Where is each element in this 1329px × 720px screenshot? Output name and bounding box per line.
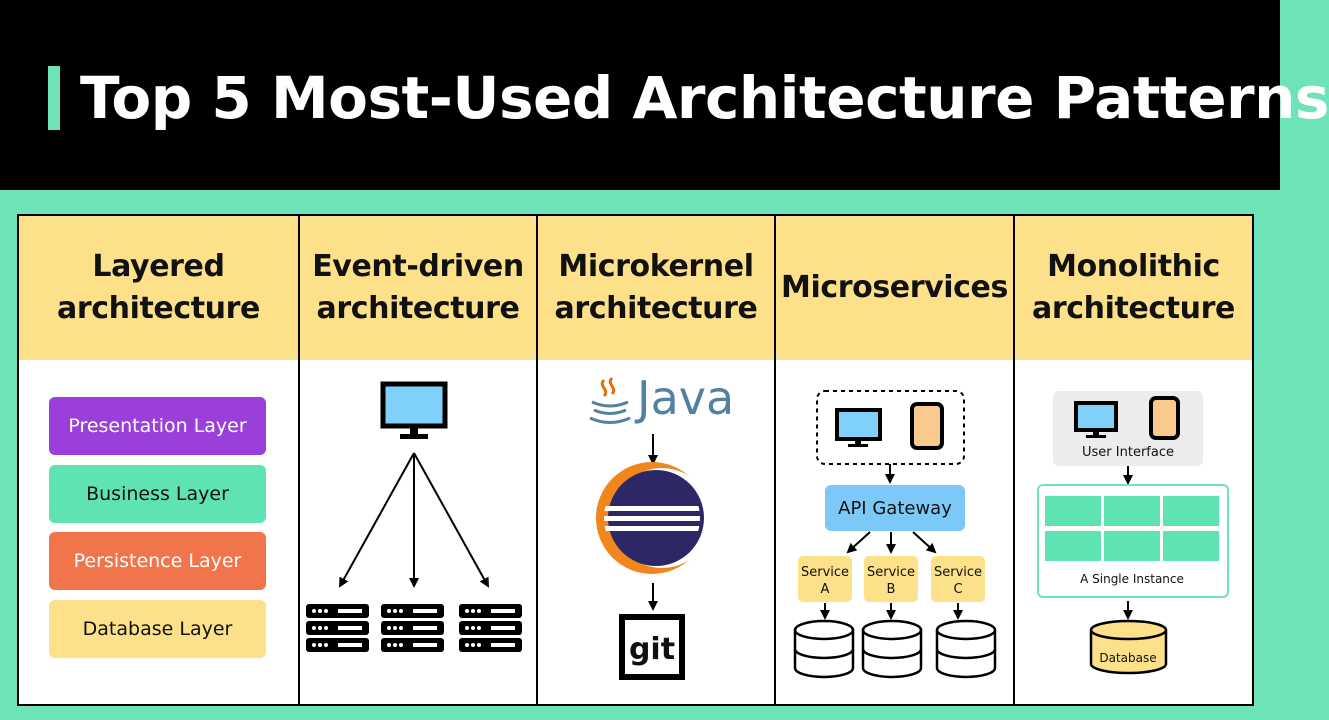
- server-rack-icon: [459, 604, 522, 652]
- module-cell: [1163, 531, 1219, 561]
- header-layered-label: Layered architecture: [57, 249, 260, 326]
- module-cell: [1045, 531, 1101, 561]
- java-logo-icon: [589, 376, 631, 424]
- git-logo-text: git: [629, 632, 675, 667]
- server-rack-icon: [306, 604, 369, 652]
- module-grid: [1045, 496, 1219, 561]
- git-logo-icon: [619, 614, 685, 680]
- persistence-layer-label: Persistence Layer: [73, 550, 242, 572]
- title-accent-bar: [48, 66, 60, 130]
- monolith-database-icon: [1089, 619, 1168, 675]
- gateway-arrows: [846, 531, 937, 554]
- api-gateway-label: API Gateway: [838, 498, 952, 519]
- presentation-layer-label: Presentation Layer: [68, 415, 247, 437]
- module-cell: [1104, 496, 1160, 526]
- module-cell: [1104, 531, 1160, 561]
- service-db-arrows: [820, 603, 963, 620]
- header-microkernel: Microkernel architecture: [536, 214, 776, 362]
- header-microkernel-label: Microkernel architecture: [554, 249, 758, 326]
- diagram-canvas: Java git API Gateway Service A: [306, 371, 1229, 680]
- database-icon: [861, 619, 923, 679]
- server-rack-icon: [381, 604, 444, 652]
- service-b-box: Service B: [864, 556, 918, 602]
- business-layer-box: Business Layer: [49, 465, 266, 523]
- service-a-box: Service A: [798, 556, 852, 602]
- header-layered: Layered architecture: [17, 214, 300, 362]
- phone-icon: [910, 402, 944, 450]
- clients-group: [816, 390, 965, 465]
- header-microservices-label: Microservices: [781, 270, 1008, 305]
- service-b-label-line1: Service: [867, 565, 915, 580]
- title-banner: [0, 0, 1280, 190]
- page-title: Top 5 Most-Used Architecture Patterns: [80, 64, 1329, 132]
- header-event-driven: Event-driven architecture: [298, 214, 538, 362]
- header-event-driven-label: Event-driven architecture: [312, 249, 524, 326]
- java-logo-text: Java: [634, 371, 734, 425]
- api-gateway-box: [825, 485, 965, 531]
- module-cell: [1163, 496, 1219, 526]
- service-c-box: Service C: [931, 556, 985, 602]
- header-monolithic: Monolithic architecture: [1013, 214, 1254, 362]
- service-c-label-line2: C: [953, 582, 962, 597]
- header-monolithic-label: Monolithic architecture: [1032, 249, 1235, 326]
- monitor-icon: [380, 381, 448, 439]
- single-instance-label: A Single Instance: [1080, 572, 1184, 586]
- monitor-icon: [1074, 401, 1118, 438]
- database-label: Database: [1099, 651, 1156, 665]
- business-layer-label: Business Layer: [86, 483, 229, 505]
- service-a-label-line1: Service: [801, 565, 849, 580]
- service-b-label-line2: B: [887, 582, 896, 597]
- phone-icon: [1149, 396, 1180, 440]
- service-a-label-line2: A: [821, 582, 830, 597]
- database-icon: [935, 619, 997, 679]
- module-cell: [1045, 496, 1101, 526]
- database-layer-label: Database Layer: [82, 618, 233, 640]
- monitor-icon: [835, 408, 882, 447]
- service-c-label-line1: Service: [934, 565, 982, 580]
- database-icon: [793, 619, 855, 679]
- persistence-layer-box: Persistence Layer: [49, 532, 266, 590]
- user-interface-label: User Interface: [1082, 445, 1174, 460]
- presentation-layer-box: Presentation Layer: [49, 397, 266, 455]
- event-arrows: [339, 452, 489, 588]
- eclipse-logo-icon: [596, 462, 712, 574]
- database-layer-box: Database Layer: [49, 600, 266, 658]
